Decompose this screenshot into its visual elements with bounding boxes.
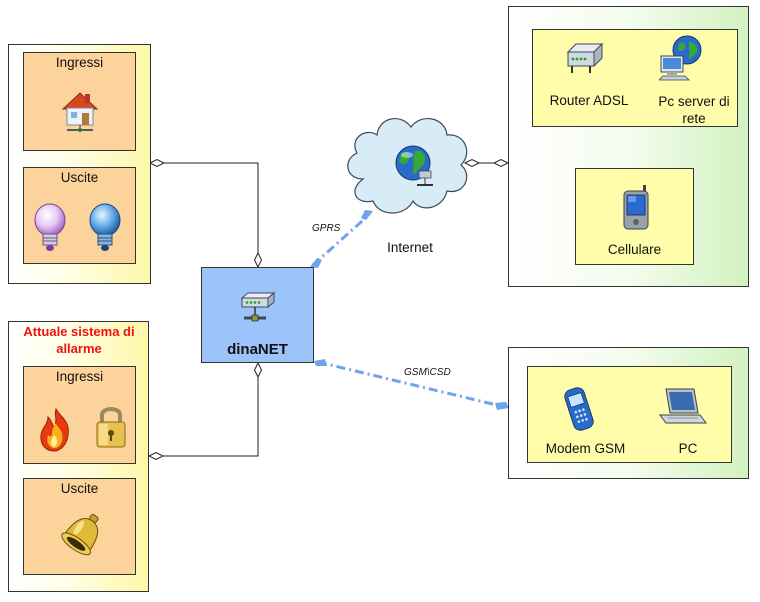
alarm-outputs-title: Uscite xyxy=(60,481,99,496)
modem-pc-box: Modem GSM PC xyxy=(527,366,732,463)
padlock-icon xyxy=(96,407,126,448)
router-label: Router ADSL xyxy=(549,93,629,108)
dinanet-label: dinaNET xyxy=(227,341,288,358)
outputs-title: Uscite xyxy=(60,170,99,185)
modem-label: Modem GSM xyxy=(545,441,626,456)
dinanet-box[interactable]: dinaNET xyxy=(201,267,314,363)
router-icon xyxy=(566,42,604,73)
gprs-link-label: GPRS xyxy=(312,223,341,234)
pda-phone-icon xyxy=(623,185,649,230)
alarm-outputs-box: Uscite xyxy=(23,478,136,575)
mobile-access-panel: Modem GSM PC xyxy=(508,347,749,479)
outputs-box: Uscite xyxy=(23,167,136,264)
mobile-phone-icon xyxy=(564,387,594,431)
bell-icon xyxy=(61,513,99,556)
internet-cloud-icon xyxy=(347,118,468,214)
alarm-panel-title: Attuale sistema di allarme xyxy=(23,324,135,356)
inputs-title: Ingressi xyxy=(55,55,104,70)
fire-icon xyxy=(40,407,69,452)
alarm-inputs-box: Ingressi xyxy=(23,366,136,464)
internet-label: Internet xyxy=(387,240,433,255)
network-device-icon xyxy=(240,291,276,322)
alarm-inputs-title: Ingressi xyxy=(55,369,104,384)
inputs-box: Ingressi xyxy=(23,52,136,151)
home-panel: Ingressi Uscite xyxy=(8,44,151,284)
bulb-blue-icon xyxy=(89,203,121,251)
remote-network-panel: Router ADSL Pc server di rete Cellulare xyxy=(508,6,749,287)
pc-label: PC xyxy=(678,441,698,456)
router-server-box: Router ADSL Pc server di rete xyxy=(532,29,738,127)
server-pc-icon xyxy=(659,35,702,81)
phone-box: Cellulare xyxy=(575,168,694,265)
alarm-panel: Attuale sistema di allarme Ingressi Usci… xyxy=(8,321,149,592)
bulb-purple-icon xyxy=(34,203,66,251)
laptop-icon xyxy=(659,388,707,424)
phone-label: Cellulare xyxy=(607,242,662,257)
server-label: Pc server di rete xyxy=(658,94,730,126)
gsm-link-label: GSM\CSD xyxy=(404,367,451,378)
house-icon xyxy=(61,92,99,132)
